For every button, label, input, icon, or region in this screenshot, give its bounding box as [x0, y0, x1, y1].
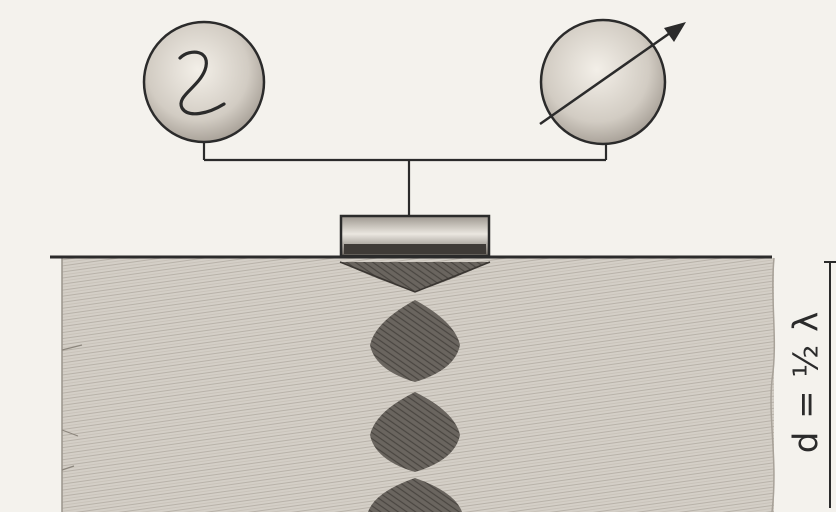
specimen-block	[62, 258, 774, 512]
signal-wiring	[204, 116, 606, 216]
ac-source-sine-icon	[144, 22, 264, 142]
thickness-label-text: d = ½ λ	[786, 311, 826, 454]
thickness-label: d = ½ λ	[776, 252, 836, 512]
ultrasonic-transducer-icon	[341, 216, 489, 256]
variable-meter-arrow-icon	[540, 20, 686, 144]
